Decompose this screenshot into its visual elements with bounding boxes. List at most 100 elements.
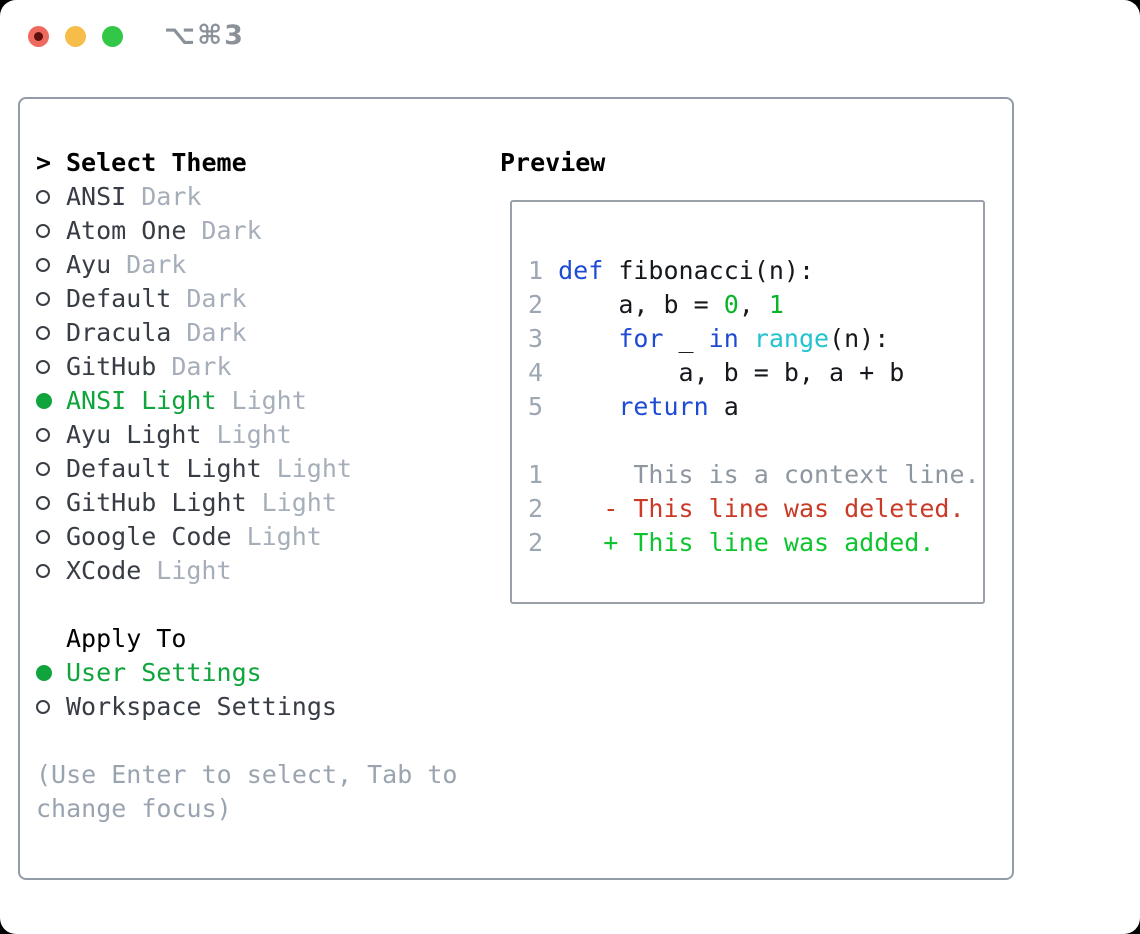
option-tag: Light — [156, 556, 232, 585]
option-label: XCode — [66, 556, 142, 585]
token-kw: for — [618, 324, 664, 353]
option-label: ANSI — [66, 182, 127, 211]
radio-unselected-icon — [36, 258, 50, 272]
radio-unselected-icon — [36, 190, 50, 204]
token-lit: 0 — [723, 290, 739, 319]
theme-option-default-light[interactable]: Default Light Light — [36, 452, 476, 486]
preview-heading: Preview — [500, 148, 606, 177]
radio-unselected-icon — [36, 700, 50, 714]
radio-gutter — [36, 360, 66, 374]
option-tag: Light — [276, 454, 352, 483]
option-label: User Settings — [66, 658, 262, 687]
radio-gutter — [36, 428, 66, 442]
token-del: - This line was deleted. — [603, 494, 965, 523]
option-tag: Light — [261, 488, 337, 517]
radio-gutter — [36, 190, 66, 204]
radio-unselected-icon — [36, 360, 50, 374]
radio-unselected-icon — [36, 326, 50, 340]
token-ln: 1 — [528, 460, 544, 489]
theme-option-ayu-light[interactable]: Ayu Light Light — [36, 418, 476, 452]
option-tag: Light — [216, 420, 292, 449]
token-fn: range — [753, 324, 830, 353]
token-pl — [739, 324, 754, 353]
radio-gutter — [36, 462, 66, 476]
option-label: Default Light — [66, 454, 262, 483]
code-line: 2 - This line was deleted. — [528, 492, 983, 526]
minimize-button[interactable] — [65, 26, 86, 47]
token-ctx: This is a context line. — [543, 460, 980, 489]
option-tag: Light — [246, 522, 322, 551]
theme-option-ansi-light[interactable]: ANSI Light Light — [36, 384, 476, 418]
token-pl — [543, 528, 603, 557]
radio-unselected-icon — [36, 530, 50, 544]
option-label: Ayu Light — [66, 420, 202, 449]
option-tag: Light — [231, 386, 307, 415]
token-kw: return — [618, 392, 709, 421]
option-tag: Dark — [171, 352, 232, 381]
radio-unselected-icon — [36, 462, 50, 476]
option-label: GitHub — [66, 352, 157, 381]
token-ln: 2 — [528, 528, 544, 557]
theme-option-xcode[interactable]: XCode Light — [36, 554, 476, 588]
close-button[interactable] — [28, 26, 49, 47]
token-pl: , — [738, 290, 769, 319]
radio-selected-icon — [36, 665, 52, 681]
radio-gutter — [36, 564, 66, 578]
radio-gutter — [36, 224, 66, 238]
option-tag: Dark — [141, 182, 202, 211]
option-tag: Dark — [126, 250, 187, 279]
theme-option-ayu[interactable]: Ayu Dark — [36, 248, 476, 282]
theme-option-atom-one[interactable]: Atom One Dark — [36, 214, 476, 248]
radio-unselected-icon — [36, 428, 50, 442]
option-label: Workspace Settings — [66, 692, 337, 721]
radio-gutter — [36, 496, 66, 510]
token-pl: a, b = — [543, 290, 724, 319]
apply-option-user-settings[interactable]: User Settings — [36, 656, 476, 690]
code-line: 1 def fibonacci(n): — [528, 254, 983, 288]
token-ln: 2 — [528, 290, 544, 319]
token-pl — [543, 494, 603, 523]
token-ln: 4 — [528, 358, 544, 387]
token-ln: 5 — [528, 392, 544, 421]
theme-option-github[interactable]: GitHub Dark — [36, 350, 476, 384]
option-label: ANSI Light — [66, 386, 217, 415]
radio-gutter — [36, 393, 66, 409]
radio-gutter — [36, 530, 66, 544]
apply-option-workspace-settings[interactable]: Workspace Settings — [36, 690, 476, 724]
zoom-button[interactable] — [102, 26, 123, 47]
option-label: Default — [66, 284, 172, 313]
radio-gutter — [36, 665, 66, 681]
token-ln: 3 — [528, 324, 544, 353]
option-label: Ayu — [66, 250, 112, 279]
token-lit: 1 — [768, 290, 784, 319]
titlebar: ⌥⌘3 — [0, 0, 1140, 74]
code-line: 1 This is a context line. — [528, 458, 983, 492]
radio-gutter — [36, 258, 66, 272]
token-pl: _ — [663, 324, 709, 353]
theme-list-heading: Select Theme — [66, 148, 247, 177]
token-pl: a, b = b, a + b — [543, 358, 905, 387]
theme-list-heading-row: >Select Theme — [36, 146, 476, 180]
code-line: 2 + This line was added. — [528, 526, 983, 560]
radio-unselected-icon — [36, 224, 50, 238]
theme-option-ansi[interactable]: ANSI Dark — [36, 180, 476, 214]
option-label: Atom One — [66, 216, 187, 245]
code-line: 2 a, b = 0, 1 — [528, 288, 983, 322]
token-pl: fibonacci(n): — [603, 256, 814, 285]
window-title-shortcut: ⌥⌘3 — [164, 20, 245, 51]
token-pl — [543, 256, 558, 285]
radio-unselected-icon — [36, 496, 50, 510]
code-line: 5 return a — [528, 390, 983, 424]
option-tag: Dark — [201, 216, 262, 245]
token-pl — [543, 392, 618, 421]
keyboard-hint: (Use Enter to select, Tab to change focu… — [36, 760, 458, 823]
